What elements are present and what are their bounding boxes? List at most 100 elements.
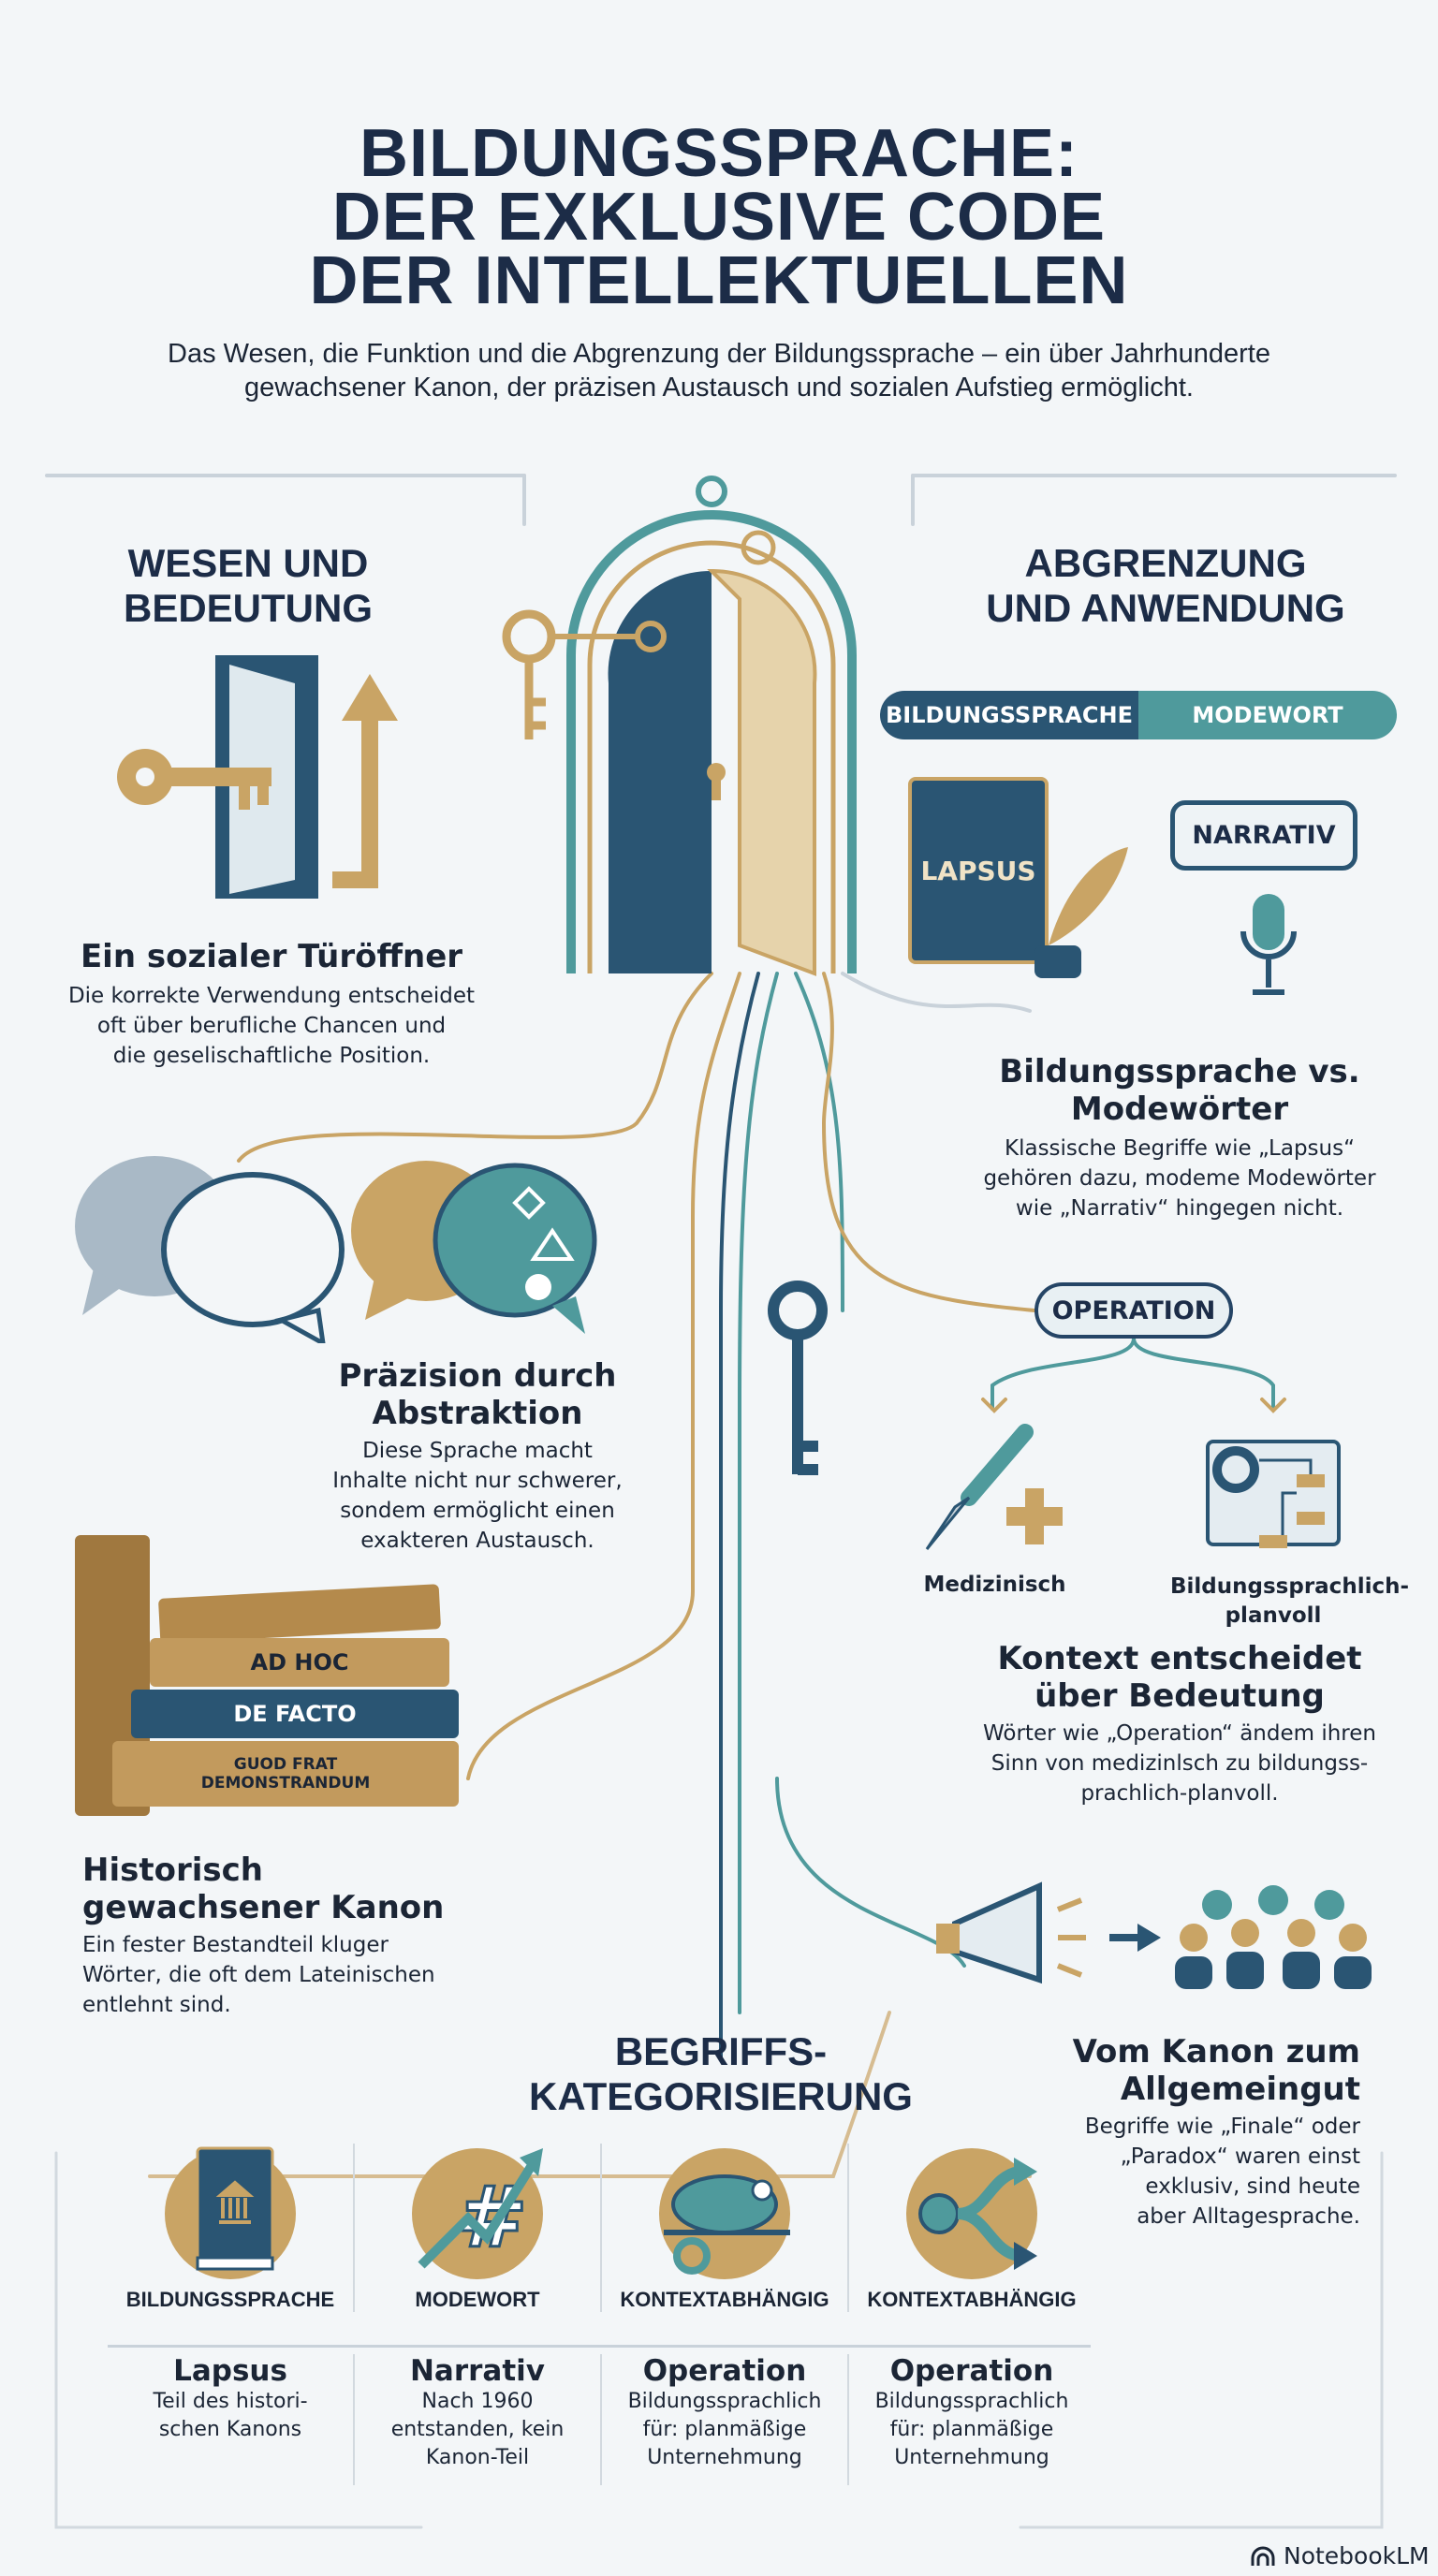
book-icon (165, 2146, 296, 2279)
category-label: BILDUNGSSPRACHE (125, 2288, 335, 2311)
block-body-line: prachlich-planvoll. (1080, 1781, 1279, 1806)
operation-pill: OPERATION (1034, 1282, 1233, 1339)
section-title-line: UND ANWENDUNG (986, 586, 1345, 630)
category-label: KONTEXTABHÄNGIG (867, 2288, 1077, 2311)
category-kontextabhaengig-1: KONTEXTABHÄNGIG (602, 2144, 847, 2312)
megaphone-people-icon (936, 1881, 1372, 1989)
category-desc-line: Bildungssprachlich (627, 2390, 822, 2413)
book-spine-label: DE FACTO (131, 1690, 459, 1738)
category-desc-line: Nach 1960 (421, 2390, 534, 2413)
block-body-line: Wörter wie „Operation“ ändem ihren (983, 1721, 1376, 1746)
category-word: Operation (642, 2354, 807, 2388)
block-title: Kontext entscheidet (997, 1640, 1362, 1677)
section-title-line: WESEN UND (127, 541, 369, 585)
category-grid: BILDUNGSSPRACHE # MODEWORT KONTEXTABHÄNG… (108, 2144, 1094, 2312)
block-allgemeingut: Vom Kanon zum Allgemeingut Begriffe wie … (992, 2033, 1360, 2232)
block-body-line: sondem ermöglicht einen (340, 1499, 615, 1523)
category-desc-line: Kanon-Teil (425, 2446, 530, 2469)
tab-bildungssprache[interactable]: BILDUNGSSPRACHE (880, 691, 1138, 739)
branch-medizinisch: Medizinisch (923, 1573, 1066, 1597)
block-title: gewachsener Kanon (82, 1889, 445, 1926)
block-title: Modewörter (1070, 1090, 1289, 1128)
divider (847, 2354, 849, 2485)
category-desc-line: Teil des histori- (153, 2390, 308, 2413)
block-title: Ein sozialer Türöffner (80, 938, 463, 975)
section-title-wesen: WESEN UND BEDEUTUNG (56, 541, 440, 631)
page-subtitle: Das Wesen, die Funktion und die Abgrenzu… (94, 337, 1344, 404)
brand-name: NotebookLM (1284, 2542, 1430, 2569)
block-tueroeffner: Ein sozialer Türöffner Die korrekte Verw… (56, 938, 487, 1071)
block-kanon: Historisch gewachsener Kanon Ein fester … (82, 1852, 513, 2020)
block-title: Präzision durch (338, 1357, 617, 1395)
category-divider (108, 2345, 1091, 2348)
hashtag-trend-icon: # (412, 2148, 543, 2279)
category-modewort: # MODEWORT (355, 2144, 600, 2312)
block-vs-modewoerter: Bildungssprache vs. Modewörter Klassisch… (936, 1053, 1423, 1223)
narrativ-bubble-icon: NARRATIV (1170, 800, 1357, 871)
block-body-line: Ein fester Bestandteil kluger (82, 1933, 389, 1957)
category-desc-line: Bildungssprachlich (874, 2390, 1069, 2413)
category-desc-line: für: planmäßige (642, 2418, 807, 2441)
section-title-line: BEGRIFFS- (614, 2029, 828, 2073)
gear-flowchart-icon (1206, 1440, 1341, 1548)
book-spine-label: GUOD FRAT DEMONSTRANDUM (112, 1741, 459, 1807)
section-title-line: KATEGORISIERUNG (529, 2074, 913, 2118)
block-body-line: exklusiv, sind heute (1145, 2174, 1360, 2199)
category-desc-line: schen Kanons (158, 2418, 302, 2441)
divider (353, 2144, 355, 2312)
category-desc-line: für: planmäßige (889, 2418, 1054, 2441)
lapsus-book-icon: LAPSUS (908, 777, 1049, 964)
subtitle-line: gewachsener Kanon, der präzisen Austausc… (243, 373, 1194, 402)
quill-inkwell-icon (1034, 847, 1128, 978)
divider (600, 2354, 602, 2485)
category-desc-line: entstanden, kein (390, 2418, 565, 2441)
category-kontextabhaengig-2: KONTEXTABHÄNGIG (849, 2144, 1094, 2312)
page-title: BILDUNGSSPRACHE: DER EXKLUSIVE CODE DER … (0, 116, 1438, 315)
category-desc-line: Unternehmung (894, 2446, 1049, 2469)
microphone-icon (1240, 894, 1297, 995)
block-body-line: Sinn von medizinlsch zu bildungss- (990, 1751, 1369, 1776)
notebooklm-icon (1251, 2546, 1275, 2566)
section-title-kategorisierung: BEGRIFFS- KATEGORISIERUNG (487, 2029, 955, 2119)
block-body-line: Inhalte nicht nur schwerer, (332, 1469, 623, 1493)
block-title: Historisch (82, 1852, 263, 1889)
door-key-arrow-icon (117, 655, 398, 899)
block-body-line: oft über berufliche Chancen und (96, 1014, 447, 1038)
title-line: DER EXKLUSIVE CODE (331, 180, 1107, 255)
subtitle-line: Das Wesen, die Funktion und die Abgrenzu… (168, 339, 1270, 369)
chameleon-icon (659, 2148, 790, 2279)
block-body-line: entlehnt sind. (82, 1993, 231, 2017)
block-body-line: „Paradox“ waren einst (1120, 2144, 1360, 2169)
title-line: BILDUNGSSPRACHE: (359, 116, 1079, 191)
speech-bubbles-icon (75, 1156, 597, 1343)
category-word: Narrativ (409, 2354, 545, 2388)
category-label: MODEWORT (415, 2288, 540, 2311)
notebooklm-logo: NotebookLM (1250, 2542, 1430, 2569)
block-body-line: Wörter, die oft dem Lateinischen (82, 1963, 435, 1987)
section-title-abgrenzung: ABGRENZUNG UND ANWENDUNG (936, 541, 1395, 631)
block-body-line: exakteren Austausch. (360, 1529, 594, 1553)
book-stack-icon: AD HOC DE FACTO GUOD FRAT DEMONSTRANDUM (66, 1516, 459, 1835)
section-title-line: ABGRENZUNG (1024, 541, 1307, 585)
category-word: Lapsus (173, 2354, 287, 2388)
comparison-tabs: BILDUNGSSPRACHE MODEWORT (880, 691, 1397, 739)
block-body-line: gehören dazu, modeme Modewörter (983, 1166, 1376, 1191)
block-body-line: wie „Narrativ“ hingegen nicht. (1015, 1196, 1344, 1221)
category-bildungssprache: BILDUNGSSPRACHE (108, 2144, 353, 2312)
block-body-line: Begriffe wie „Finale“ oder (1084, 2115, 1360, 2139)
block-kontext: Kontext entscheidet über Bedeutung Wörte… (936, 1640, 1423, 1808)
book-spine-label: AD HOC (150, 1638, 449, 1687)
branch-bildungssprachlich: Bildungssprachlich-planvoll (1170, 1574, 1410, 1628)
block-body-line: Diese Sprache macht (362, 1439, 593, 1463)
divider (353, 2354, 355, 2485)
tab-modewort[interactable]: MODEWORT (1138, 691, 1397, 739)
block-title: Vom Kanon zum (1072, 2033, 1360, 2071)
block-body-line: aber Alltagesprache. (1137, 2204, 1360, 2229)
block-body-line: Die korrekte Verwendung entscheidet (67, 984, 476, 1008)
central-door-keys-icon (502, 476, 857, 976)
